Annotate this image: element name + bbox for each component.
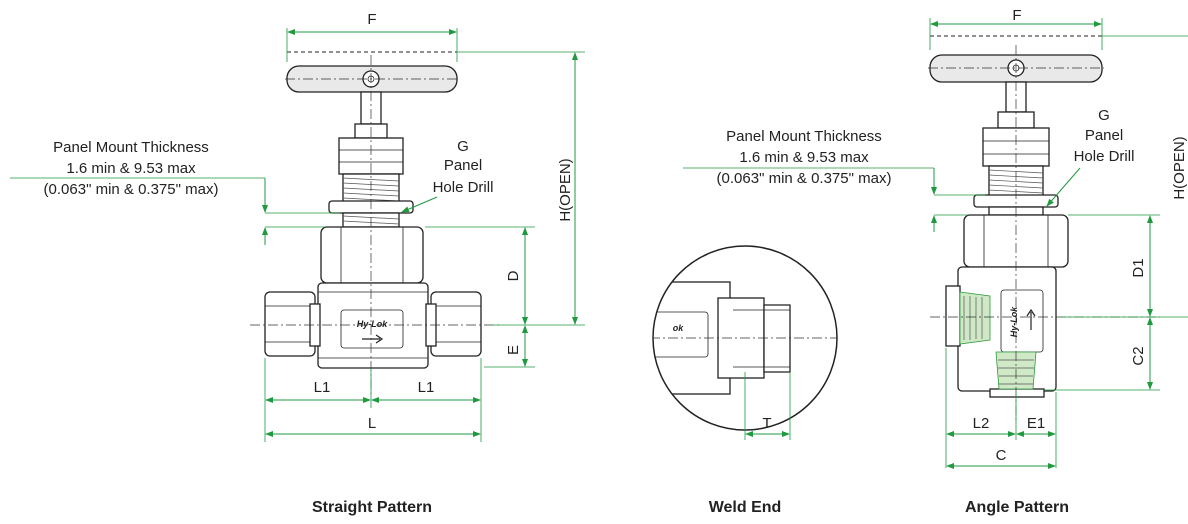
angle-panel-title: Panel Mount Thickness <box>726 128 882 145</box>
weld-tube-stub <box>763 304 791 373</box>
angle-g-line2: Panel <box>1085 127 1123 144</box>
weld-end-view: ok T Weld End <box>652 245 838 516</box>
angle-hex-body <box>963 214 1069 268</box>
weld-brand-fragment: ok <box>673 323 684 333</box>
straight-g-line1: G <box>457 138 469 155</box>
straight-pattern-view: Hy-Lok F H(OPEN) <box>10 11 585 516</box>
straight-dim-h: H(OPEN) <box>557 158 574 221</box>
angle-panel-metric: 1.6 min & 9.53 max <box>739 149 869 166</box>
angle-dim-f: F <box>1012 7 1021 24</box>
angle-dim-d1: D1 <box>1130 258 1147 277</box>
straight-hex-body <box>320 226 424 284</box>
straight-dim-l1-left: L1 <box>314 379 331 396</box>
straight-left-fitting <box>264 291 321 357</box>
straight-brand-plate <box>340 309 404 349</box>
straight-g-line2: Panel <box>444 157 482 174</box>
angle-side-port <box>945 285 991 347</box>
angle-g-line1: G <box>1098 107 1110 124</box>
angle-dim-h: H(OPEN) <box>1171 136 1188 199</box>
angle-dim-e1: E1 <box>1027 415 1045 432</box>
angle-caption: Angle Pattern <box>965 499 1069 516</box>
angle-panel-inch: (0.063" min & 0.375" max) <box>717 170 892 187</box>
straight-right-fitting <box>425 291 482 357</box>
straight-caption: Straight Pattern <box>312 499 432 516</box>
straight-brand-logo: Hy-Lok <box>357 319 388 329</box>
straight-dim-f: F <box>367 11 376 28</box>
straight-handle <box>286 65 458 139</box>
straight-dim-e: E <box>505 345 522 355</box>
angle-pattern-view: Hy-Lok F H(OPEN) D1 C2 <box>683 7 1188 516</box>
weld-dim-t: T <box>762 415 771 432</box>
angle-flow-arrow-icon <box>1026 308 1036 330</box>
angle-dim-c2: C2 <box>1130 346 1147 365</box>
straight-dim-l1-right: L1 <box>418 379 435 396</box>
straight-panel-title: Panel Mount Thickness <box>53 139 209 156</box>
angle-g-line3: Hole Drill <box>1074 148 1135 165</box>
straight-panel-inch: (0.063" min & 0.375" max) <box>44 181 219 198</box>
straight-dim-l: L <box>368 415 376 432</box>
straight-dim-d: D <box>505 270 522 281</box>
straight-panel-metric: 1.6 min & 9.53 max <box>66 160 196 177</box>
angle-dim-c: C <box>996 447 1007 464</box>
angle-dim-l2: L2 <box>973 415 990 432</box>
straight-g-line3: Hole Drill <box>433 179 494 196</box>
weld-caption: Weld End <box>709 499 782 516</box>
angle-brand-logo: Hy-Lok <box>1009 306 1019 337</box>
